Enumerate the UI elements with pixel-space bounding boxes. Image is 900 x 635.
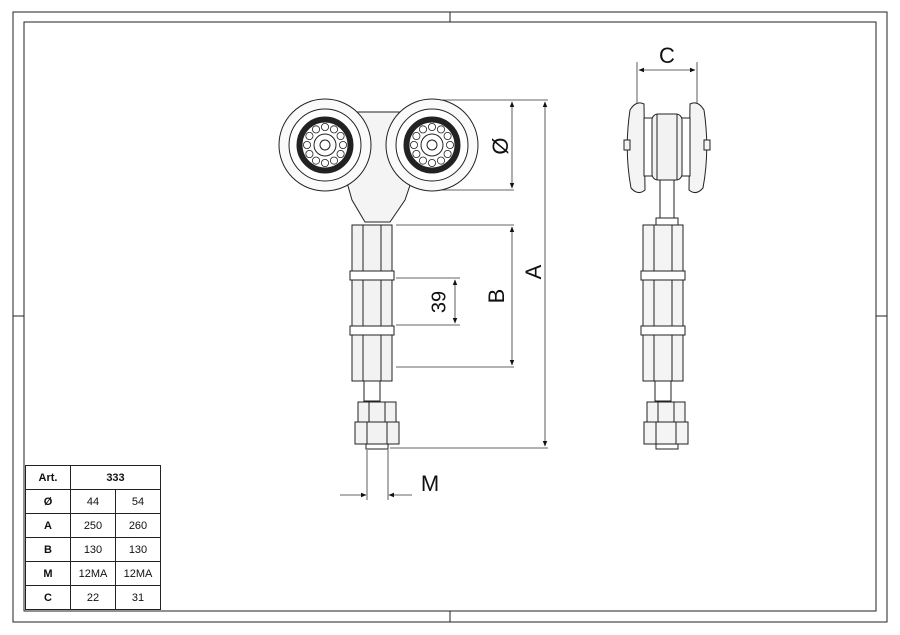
side-view-dimensions bbox=[636, 62, 698, 104]
bearing-ball bbox=[412, 149, 421, 158]
bearing-ball bbox=[311, 156, 320, 165]
dim-label-c: C bbox=[659, 43, 675, 68]
bearing-ball bbox=[329, 125, 338, 134]
bearing-ball bbox=[320, 123, 329, 132]
table-row: Ø 44 54 bbox=[25, 489, 161, 514]
row-value-2: 54 bbox=[115, 489, 161, 514]
bearing-ball bbox=[418, 156, 427, 165]
spec-table: Art. 333 Ø 44 54 A 250 260 B 130 130 M 1… bbox=[25, 465, 161, 610]
table-header-row: Art. 333 bbox=[25, 465, 161, 490]
drawing-frame bbox=[12, 11, 888, 623]
dim-label-pitch: 39 bbox=[428, 291, 450, 313]
left-wheel bbox=[278, 98, 372, 192]
table-row: B 130 130 bbox=[25, 537, 161, 562]
bearing-ball bbox=[427, 123, 436, 132]
bearing-ball bbox=[338, 140, 347, 149]
row-value-2: 130 bbox=[115, 537, 161, 562]
bearing-ball bbox=[418, 125, 427, 134]
right-wheel bbox=[385, 98, 479, 192]
bearing-ball bbox=[443, 131, 452, 140]
front-view-dimensions bbox=[340, 99, 548, 500]
dim-label-m: M bbox=[421, 471, 439, 496]
bearing-ball bbox=[445, 140, 454, 149]
row-value-1: 12MA bbox=[70, 561, 116, 586]
row-value-2: 260 bbox=[115, 513, 161, 538]
dim-label-b: B bbox=[484, 289, 509, 304]
row-value-2: 31 bbox=[115, 585, 161, 610]
bearing-ball bbox=[436, 156, 445, 165]
row-value-2: 12MA bbox=[115, 561, 161, 586]
table-header-value: 333 bbox=[70, 465, 161, 490]
row-value-1: 130 bbox=[70, 537, 116, 562]
table-row: C 22 31 bbox=[25, 585, 161, 610]
row-label: B bbox=[25, 537, 71, 562]
front-view bbox=[278, 98, 479, 450]
row-value-1: 250 bbox=[70, 513, 116, 538]
dim-label-a: A bbox=[521, 264, 546, 279]
bearing-ball bbox=[320, 158, 329, 167]
bearing-ball bbox=[409, 140, 418, 149]
bearing-ball bbox=[302, 140, 311, 149]
dim-label-diameter: Ø bbox=[488, 137, 513, 154]
bearing-ball bbox=[305, 149, 314, 158]
side-right-wheel bbox=[688, 102, 708, 194]
row-value-1: 22 bbox=[70, 585, 116, 610]
bearing-ball bbox=[412, 131, 421, 140]
row-label: A bbox=[25, 513, 71, 538]
row-value-1: 44 bbox=[70, 489, 116, 514]
row-label: C bbox=[25, 585, 71, 610]
bearing-ball bbox=[427, 158, 436, 167]
bearing-ball bbox=[311, 125, 320, 134]
row-label: M bbox=[25, 561, 71, 586]
table-header-label: Art. bbox=[25, 465, 71, 490]
bearing-balls bbox=[302, 123, 454, 167]
bearing-ball bbox=[436, 125, 445, 134]
table-row: M 12MA 12MA bbox=[25, 561, 161, 586]
row-label: Ø bbox=[25, 489, 71, 514]
bearing-ball bbox=[305, 131, 314, 140]
threaded-stem bbox=[349, 224, 400, 450]
bearing-ball bbox=[336, 149, 345, 158]
bearing-ball bbox=[336, 131, 345, 140]
table-row: A 250 260 bbox=[25, 513, 161, 538]
side-view bbox=[623, 102, 711, 450]
bearing-ball bbox=[329, 156, 338, 165]
bearing-ball bbox=[443, 149, 452, 158]
